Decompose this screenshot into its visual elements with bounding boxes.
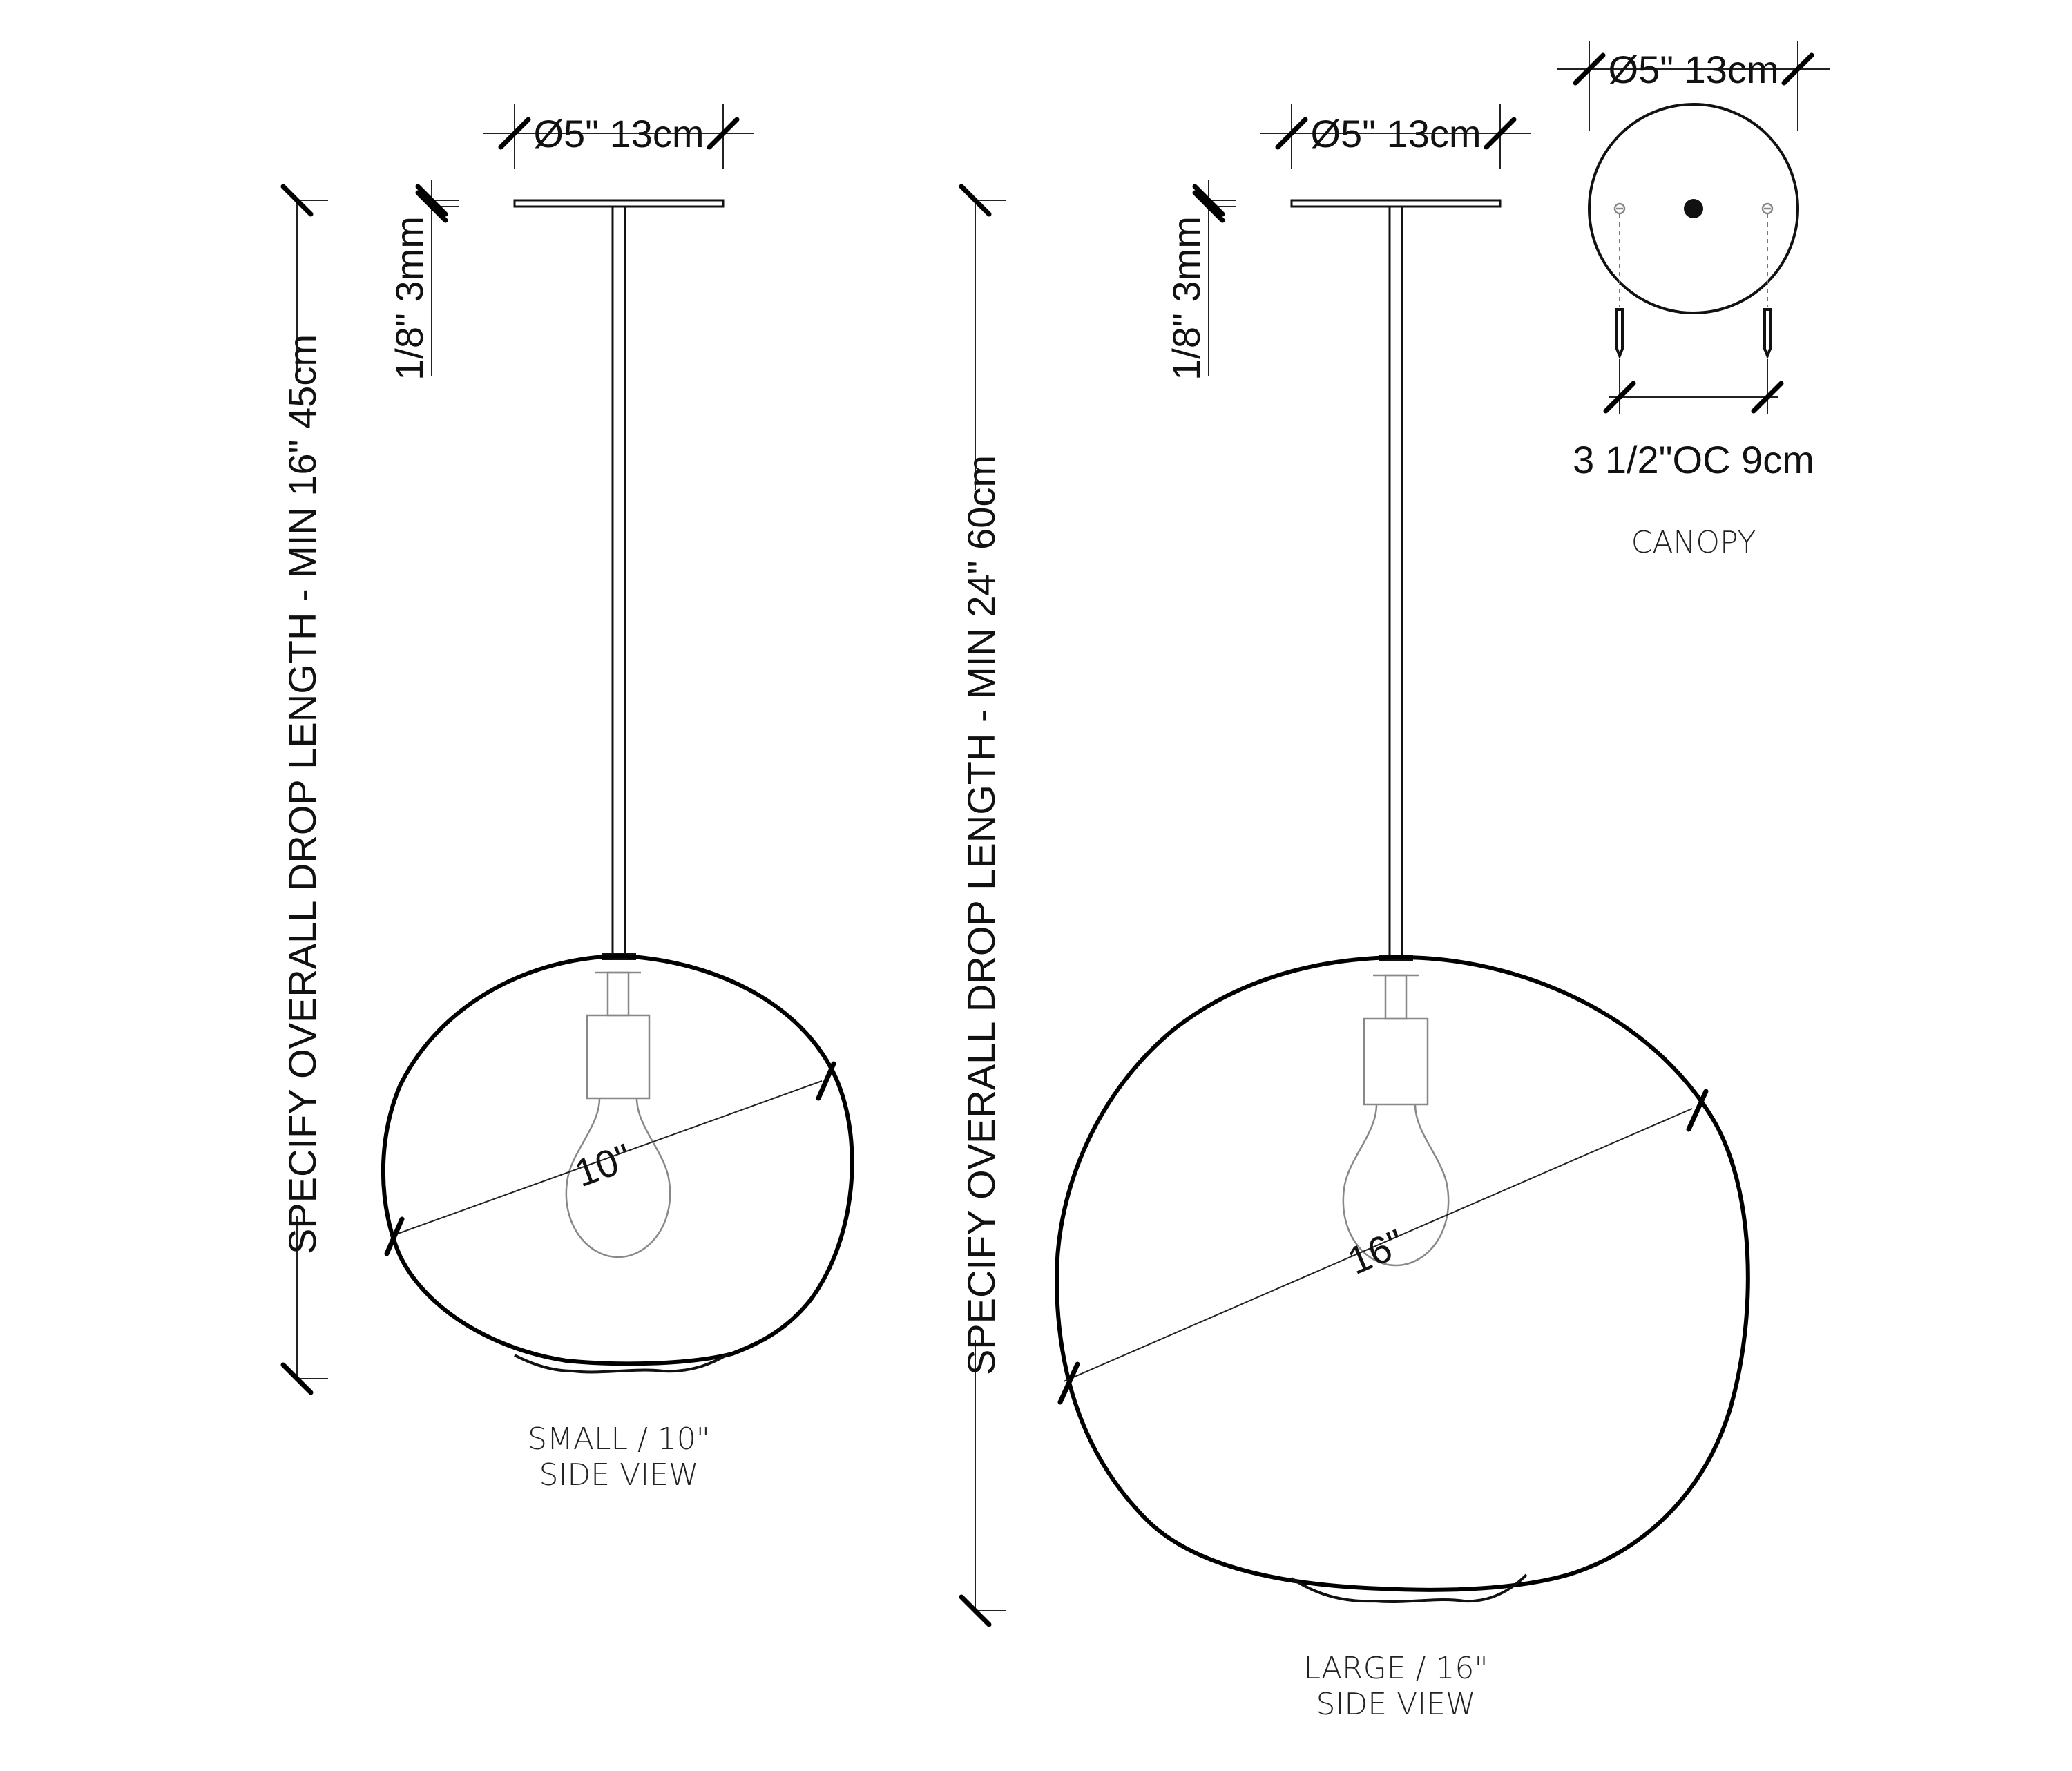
small-canopy-dimension: Ø5" 13cm [483,104,754,169]
large-caption-view: SIDE VIEW [1316,1687,1476,1722]
large-canopy-dimension-label: Ø5" 13cm [1310,112,1481,155]
canopy-plate [1588,103,1799,314]
canopy-top-view: Ø5" 13cm 3 1/2"OC 9cm CANOPY [1557,41,1830,560]
canopy-diameter-dimension-label: Ø5" 13cm [1608,48,1778,91]
large-glass-shade [1054,955,1750,1592]
canopy-center-hole [1684,199,1703,218]
large-pendant-view: Ø5" 13cm 1/8" 3mm 16" [959,104,1750,1722]
small-shade-dimension-label: 10" [569,1135,637,1195]
large-shade-bottom-lip [1290,1573,1528,1603]
large-lamp-socket [1363,1017,1429,1106]
large-thickness-dimension-label: 1/8" 3mm [1164,216,1208,381]
small-thickness-dimension: 1/8" 3mm [387,180,459,381]
large-drop-dimension-label: SPECIFY OVERALL DROP LENGTH - MIN 24" 60… [959,455,1003,1375]
small-thickness-dimension-label: 1/8" 3mm [387,216,431,381]
small-light-bulb [565,1098,671,1258]
small-glass-shade [381,953,854,1366]
large-shade-dimension: 16" [1057,1089,1709,1405]
large-caption-size: LARGE / 16" [1303,1651,1488,1686]
small-lamp-socket [586,1014,651,1100]
large-light-bulb [1342,1104,1450,1267]
canopy-screw-spacing-dimension: 3 1/2"OC 9cm [1573,359,1814,481]
large-shade-dimension-label: 16" [1341,1220,1410,1283]
canopy-screw-left [1613,202,1626,360]
small-pendant-view: Ø5" 13cm 1/8" 3mm 10" [280,104,854,1493]
small-caption-view: SIDE VIEW [539,1457,699,1493]
small-drop-dimension-label: SPECIFY OVERALL DROP LENGTH - MIN 16" 45… [280,334,324,1254]
large-canopy-dimension: Ø5" 13cm [1260,104,1531,169]
large-thickness-dimension: 1/8" 3mm [1164,180,1236,381]
large-socket-cup [1384,974,1408,1020]
small-canopy-dimension-label: Ø5" 13cm [533,112,704,155]
small-socket-cup [606,971,630,1017]
small-drop-dimension: SPECIFY OVERALL DROP LENGTH - MIN 16" 45… [280,184,328,1395]
small-shade-dimension: 10" [384,1061,836,1256]
small-shade-bottom-lip [514,1352,730,1374]
canopy-caption: CANOPY [1631,525,1756,560]
large-drop-dimension: SPECIFY OVERALL DROP LENGTH - MIN 24" 60… [959,184,1006,1627]
canopy-screw-right [1761,202,1774,360]
small-caption-size: SMALL / 10" [528,1421,710,1457]
large-stem-rod [1388,205,1403,959]
small-stem-rod [611,205,626,957]
canopy-screw-spacing-label: 3 1/2"OC 9cm [1573,438,1814,481]
canopy-diameter-dimension: Ø5" 13cm [1557,41,1830,131]
